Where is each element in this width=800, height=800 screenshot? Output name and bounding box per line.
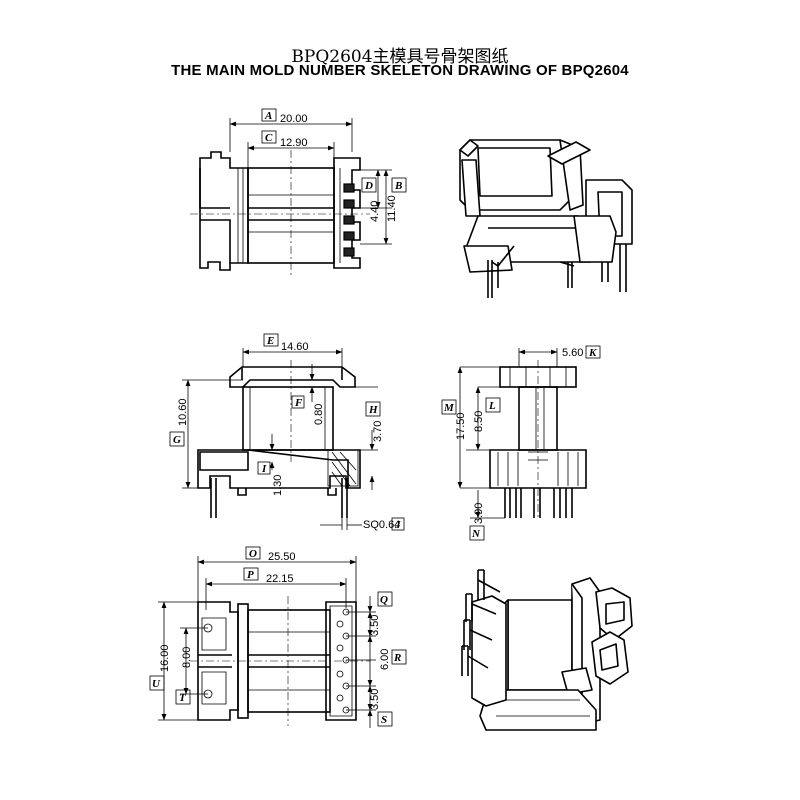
label-E: E xyxy=(266,335,274,347)
dim-B-value: 11.40 xyxy=(386,195,398,222)
dim-G-value: 10.60 xyxy=(177,398,189,426)
dim-I-value: 1.30 xyxy=(272,475,284,496)
label-N: N xyxy=(471,528,481,540)
isometric-view-lower xyxy=(461,569,633,731)
label-T: T xyxy=(179,692,187,704)
dim-P-value: 22.15 xyxy=(266,573,294,585)
dim-A-value: 20.00 xyxy=(280,113,308,125)
dim-C-value: 12.90 xyxy=(280,137,308,149)
side-view: 5.60 K 17.50 8.50 M L 3.90 N xyxy=(441,345,601,541)
dim-D-value: 4.40 xyxy=(369,201,381,222)
label-R: R xyxy=(393,652,401,664)
top-view: 20.00 A 12.90 C 4.40 11.40 D B xyxy=(190,108,407,275)
dim-E-value: 14.60 xyxy=(281,341,309,353)
dim-T-value: 8.00 xyxy=(181,647,193,668)
label-F: F xyxy=(294,397,303,409)
label-M: M xyxy=(443,402,455,414)
isometric-view-upper xyxy=(459,139,633,298)
dim-L-value: 8.50 xyxy=(473,411,485,432)
label-Q: Q xyxy=(380,594,388,606)
label-O: O xyxy=(249,548,257,560)
label-U: U xyxy=(152,678,161,690)
label-C: C xyxy=(265,132,273,144)
label-S: S xyxy=(381,714,387,726)
label-G: G xyxy=(173,434,181,446)
title-chinese: BPQ2604主模具号骨架图纸 xyxy=(291,47,509,67)
dim-R-value: 6.00 xyxy=(379,649,391,670)
label-B: B xyxy=(394,180,402,192)
dim-N-value: 3.90 xyxy=(473,503,485,524)
front-view: 14.60 E 0.80 F 10.60 G 3.70 H 1.30 I xyxy=(169,333,405,531)
title-english: THE MAIN MOLD NUMBER SKELETON DRAWING OF… xyxy=(171,62,629,79)
label-A: A xyxy=(264,110,272,122)
label-I: I xyxy=(261,463,267,475)
dim-S-value: 3.50 xyxy=(369,689,381,710)
dim-U-value: 16.00 xyxy=(159,644,171,672)
dim-F-value: 0.80 xyxy=(313,404,325,425)
dim-O-value: 25.50 xyxy=(268,551,296,563)
dim-Q-value: 3.50 xyxy=(369,615,381,636)
bottom-view: 25.50 O 22.15 P 16.00 U 8.00 T 3.50 6.0 xyxy=(149,546,407,728)
label-L: L xyxy=(488,400,496,412)
label-P: P xyxy=(247,569,254,581)
dim-M-value: 17.50 xyxy=(455,412,467,440)
label-H: H xyxy=(368,404,378,416)
dim-J-value: SQ0.64 xyxy=(363,519,400,531)
dim-K-value: 5.60 xyxy=(562,347,583,359)
label-D: D xyxy=(364,180,373,192)
label-K: K xyxy=(588,347,597,359)
dim-H-value: 3.70 xyxy=(372,421,384,442)
label-J: J xyxy=(394,519,401,531)
